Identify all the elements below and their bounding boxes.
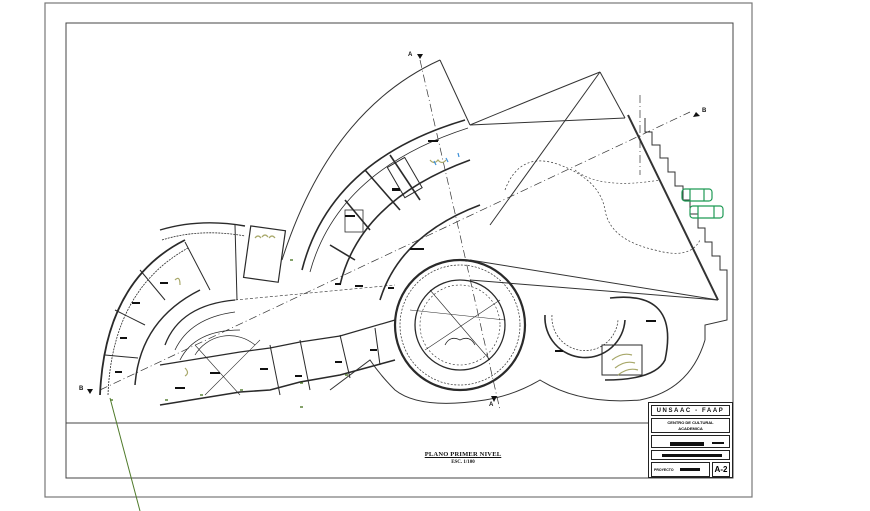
round-hall (393, 258, 527, 392)
drawing-title: PLANO PRIMER NIVEL (424, 451, 502, 458)
left-wing (99, 222, 396, 406)
section-label-a-top: A (408, 52, 413, 58)
sheet-number: A-2 (712, 462, 730, 477)
section-label-b-left: B (79, 386, 84, 392)
outer-sheet-border (44, 2, 753, 498)
title-block-header: UNSAAC - FAAP (651, 405, 730, 416)
title-block-field-row: PROYECTO (651, 462, 710, 477)
section-markers (87, 54, 700, 402)
right-semicircle-room (544, 296, 669, 381)
room-labels (115, 140, 656, 389)
upper-wing (301, 119, 481, 301)
section-axis-lines (99, 59, 691, 411)
furniture-fixtures (174, 159, 639, 377)
title-block-project: CENTRO DE CULTURAL ACADEMICA (651, 418, 730, 433)
parked-cars (681, 188, 724, 219)
title-block-info-row (651, 435, 730, 448)
title-block: UNSAAC - FAAP CENTRO DE CULTURAL ACADEMI… (648, 402, 733, 478)
field-label: PROYECTO (654, 468, 674, 472)
garden-dashed-curve (504, 160, 701, 254)
project-subtitle: ACADEMICA (678, 426, 703, 431)
dimension-ticks (110, 259, 348, 408)
drawing-scale: ESC. 1/100 (451, 460, 475, 465)
door-marks-blue (433, 152, 460, 166)
section-label-a-bottom: A (489, 402, 494, 408)
project-name: CENTRO DE CULTURAL (667, 420, 714, 425)
garden-dashed-curve-2 (574, 169, 661, 184)
section-label-b-right: B (702, 108, 707, 114)
inner-drawing-frame (65, 22, 734, 479)
title-block-name-row (651, 450, 730, 460)
leader-line (109, 397, 141, 511)
